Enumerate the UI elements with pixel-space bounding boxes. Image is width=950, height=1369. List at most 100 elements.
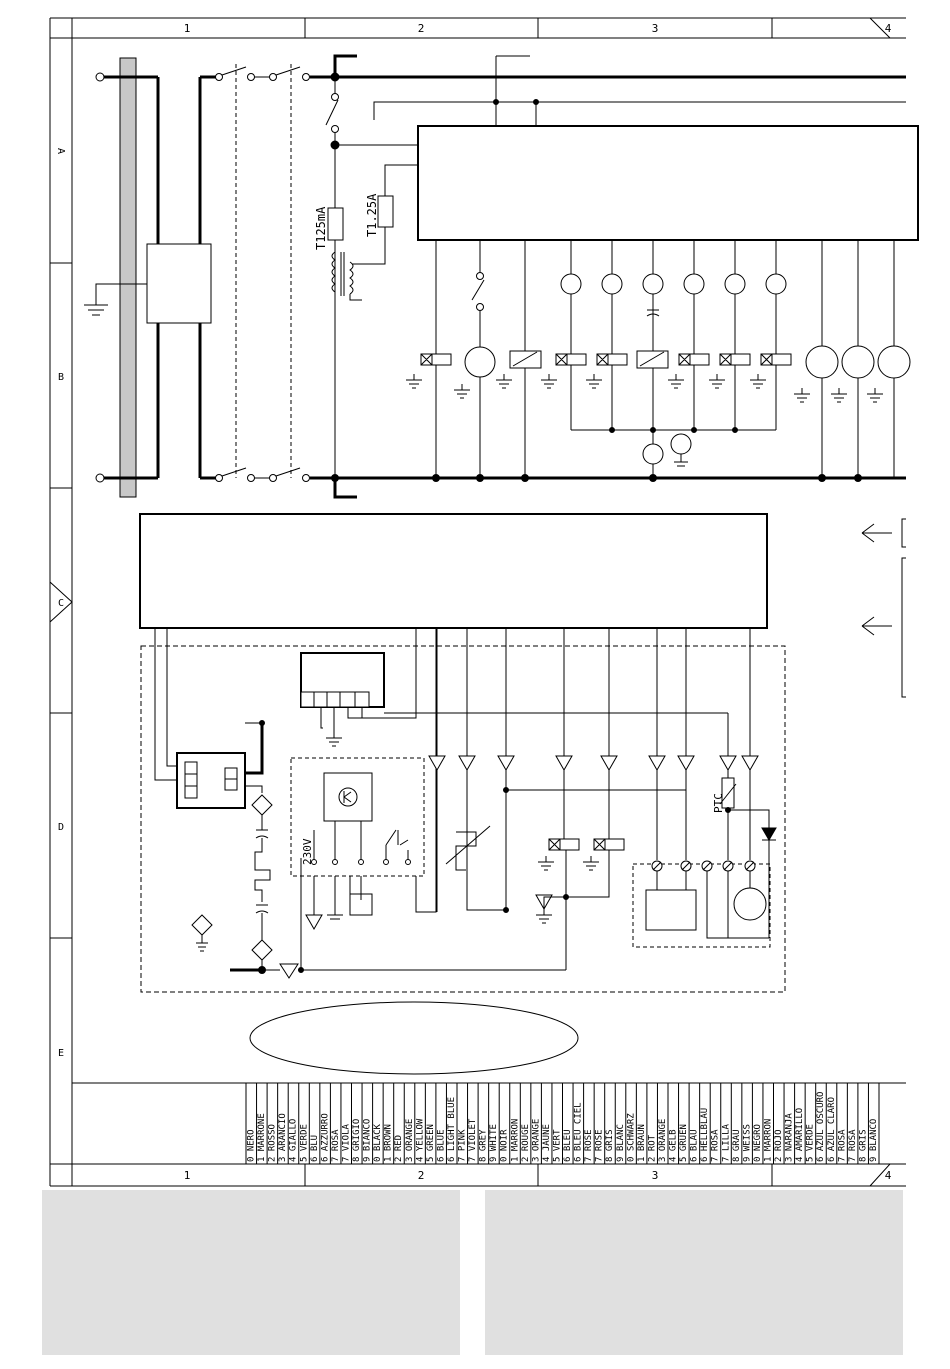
color-code-entry: 6 BLU (310, 1135, 320, 1162)
color-code-entry: 1 MARRON (763, 1119, 773, 1162)
col-label-top-4: 4 (885, 22, 892, 35)
color-code-entry: 3 ORANGE (405, 1119, 415, 1162)
fuse-labels: T125mA T1.25A (314, 193, 379, 250)
col-label-top-2: 2 (418, 22, 425, 35)
color-code-entry: 0 NERO (247, 1129, 257, 1162)
voltage-label: 230V (301, 838, 314, 865)
color-code-entry: 9 BLANC (616, 1124, 626, 1162)
color-code-entry: 6 BLEU CIEL (574, 1102, 584, 1162)
color-code-entry: 3 ARANCIO (278, 1113, 288, 1162)
ptc-label: PTC (712, 793, 725, 813)
row-label-c: C (58, 598, 64, 609)
color-code-entry: 1 MARRON (510, 1119, 520, 1162)
main-switch (215, 64, 310, 482)
fuse-label-t125a: T1.25A (365, 193, 379, 237)
blank-panel-left (42, 1190, 460, 1355)
fuses-transformer (327, 164, 418, 301)
color-code-entry: 5 VERT (552, 1129, 562, 1162)
col-label-top-1: 1 (184, 22, 191, 35)
color-code-entry: 1 BROWN (384, 1124, 394, 1162)
frame-row-labels: A B C D E (55, 148, 66, 1059)
color-code-entry: 6 HELLBLAU (700, 1108, 710, 1162)
color-code-entry: 0 NEGRO (753, 1124, 763, 1162)
color-code-entry: 4 JAUNE (542, 1124, 552, 1162)
col-label-bottom-4: 4 (885, 1169, 892, 1182)
interference-filter (146, 243, 212, 324)
upper-control-module (417, 125, 919, 241)
fuse-t125ma (327, 207, 344, 241)
color-code-entry: 3 ORANGE (658, 1119, 668, 1162)
color-code-entry: 0 SCHWARZ (626, 1113, 636, 1162)
color-code-entry: 2 ROT (647, 1134, 657, 1162)
color-code-entry: 7 VIOLA (341, 1123, 351, 1162)
color-code-entry: 7 ROSA (711, 1129, 721, 1162)
color-code-entry: 6 BLAU (690, 1129, 700, 1162)
color-code-entry: 8 GRAU (732, 1129, 742, 1162)
row-label-b: B (58, 372, 64, 383)
color-code-entry: 9 WEISS (742, 1124, 752, 1162)
color-code-entry: 7 VIOLET (468, 1118, 478, 1162)
main-electronic-board (139, 513, 768, 629)
color-code-entry: 6 AZUL OSCURO (816, 1092, 826, 1162)
color-code-entry: 6 AZZURRO (320, 1113, 330, 1162)
color-code-entry: 3 ORANGE (531, 1119, 541, 1162)
fuse-t125a (377, 195, 394, 228)
color-code-entry: 2 ROSSO (268, 1124, 278, 1162)
color-code-entry: 7 ROSA (331, 1129, 341, 1162)
color-code-entry: 4 YELLOW (415, 1118, 425, 1162)
color-code-entry: 2 RED (394, 1135, 404, 1162)
color-code-entry: 6 LIGHT BLUE (447, 1097, 457, 1162)
blank-ellipse (249, 1001, 579, 1075)
color-code-entry: 0 BLACK (373, 1123, 383, 1162)
row-label-e: E (58, 1048, 64, 1059)
color-code-entry: 3 NARANJA (785, 1113, 795, 1162)
color-code-entry: 8 GREY (479, 1129, 489, 1162)
lower-circuit (154, 628, 777, 979)
color-code-entry: 6 BLUE (436, 1129, 446, 1162)
col-label-bottom-3: 3 (652, 1169, 659, 1182)
row-label-a: A (55, 148, 66, 154)
color-code-entry: 5 GRUEN (679, 1124, 689, 1162)
color-code-entry: 6 AZUL CLARO (827, 1097, 837, 1162)
col-label-bottom-2: 2 (418, 1169, 425, 1182)
color-code-entry: 7 PINK (458, 1129, 468, 1162)
motor (733, 887, 767, 921)
color-code-entry: 5 GREEN (426, 1124, 436, 1162)
lower-dashed-boundary (140, 645, 786, 993)
color-code-entry: 7 ROSA (837, 1129, 847, 1162)
frame-col-labels: 1 2 3 4 1 2 3 4 (184, 22, 892, 1182)
color-code-entry: 0 NOIR (500, 1129, 510, 1162)
power-bus (310, 54, 906, 499)
pump-control (323, 772, 373, 822)
color-code-entry: 4 AMARILLO (795, 1108, 805, 1162)
off-page-connectors (861, 518, 906, 698)
color-code-entry: 8 GRIGIO (352, 1119, 362, 1162)
color-code-entry: 8 GRIS (858, 1129, 868, 1162)
blank-panel-right (485, 1190, 903, 1355)
color-code-entry: 1 BRAUN (637, 1124, 647, 1162)
color-code-entry: 8 GRIS (605, 1129, 615, 1162)
color-code-entry: 6 BLEU (563, 1129, 573, 1162)
col-label-bottom-1: 1 (184, 1169, 191, 1182)
mains-supply (84, 57, 218, 498)
color-code-entry: 4 GELB (669, 1129, 679, 1162)
door-lock-block (176, 752, 246, 809)
color-code-entry: 5 VERDE (299, 1124, 309, 1162)
color-code-entry: 2 ROJO (774, 1129, 784, 1162)
color-code-entry: 2 ROUGE (521, 1124, 531, 1162)
color-code-entry: 9 BLANCO (869, 1119, 879, 1162)
row-label-d: D (58, 822, 64, 833)
color-code-entry: 1 MARRONE (257, 1113, 267, 1162)
color-code-entry: 7 LILLA (721, 1123, 731, 1162)
load-circuits (331, 240, 911, 482)
color-code-entry: 5 VERDE (806, 1124, 816, 1162)
lower-circuit-labels: 230V PTC (301, 793, 725, 865)
color-code-entry: 7 ROSE (595, 1129, 605, 1162)
col-label-top-3: 3 (652, 22, 659, 35)
color-code-entry: 4 GIALLO (289, 1119, 299, 1162)
color-code-entry: 9 WHITE (489, 1124, 499, 1162)
color-code-entry: 9 BIANCO (363, 1119, 373, 1162)
fuse-label-t125ma: T125mA (314, 206, 328, 250)
